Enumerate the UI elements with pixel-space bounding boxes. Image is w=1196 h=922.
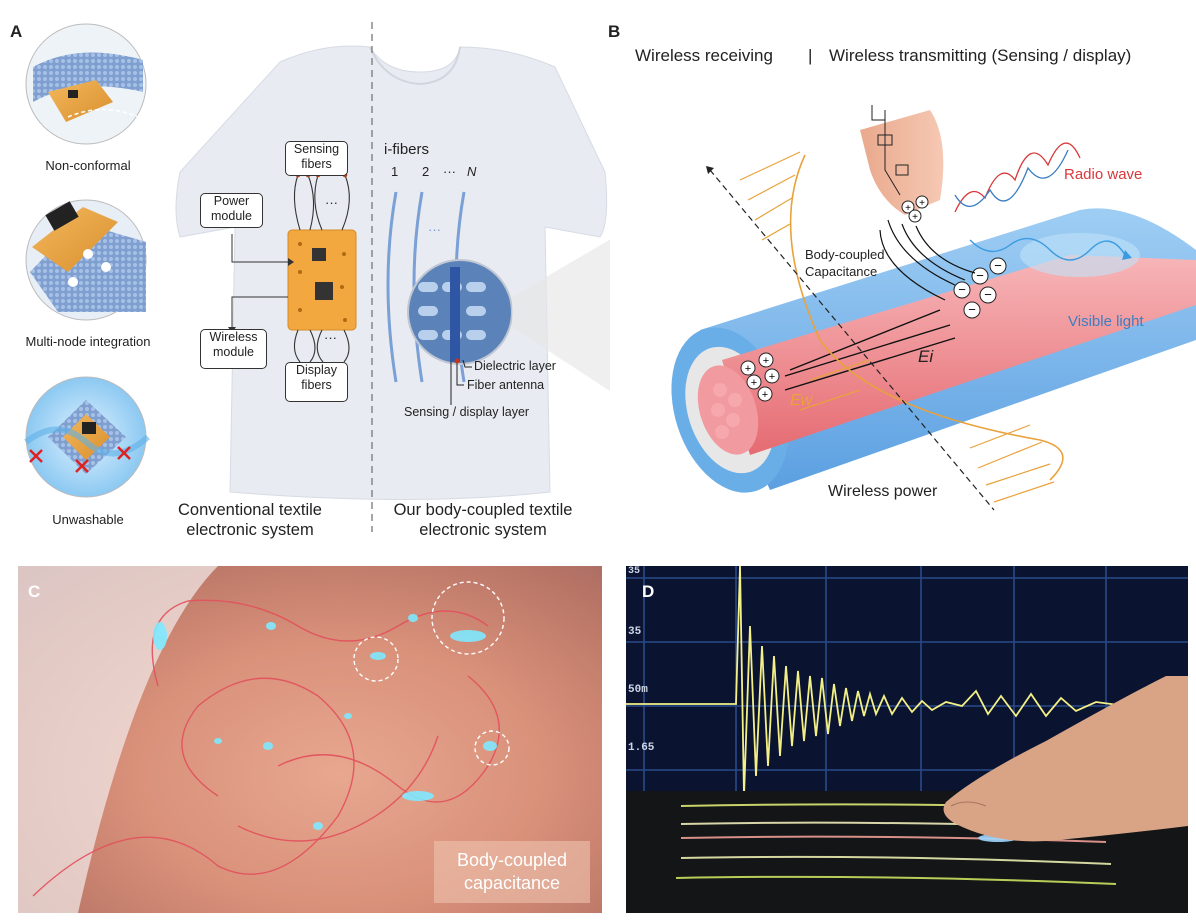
panel-a-insets <box>24 23 150 498</box>
wireless-module-box: Wireless module <box>200 329 267 369</box>
ifiber-index-1: 1 <box>391 164 399 179</box>
panel-c-label: Body-coupled capacitance <box>456 850 568 893</box>
visible-light-label: Visible light <box>1068 313 1144 330</box>
svg-text:−: − <box>994 258 1002 273</box>
svg-text:+: + <box>763 355 769 367</box>
radio-wave-label: Radio wave <box>1064 166 1143 183</box>
panel-a-letter: A <box>10 22 23 41</box>
svg-text:+: + <box>751 377 757 389</box>
dielectric-layer-label: Dielectric layer <box>474 359 556 373</box>
sensing-display-layer-label: Sensing / display layer <box>404 405 530 419</box>
svg-text:−: − <box>984 287 992 302</box>
svg-text:+: + <box>912 212 918 223</box>
power-module-box: Power module <box>200 193 263 228</box>
panel-d-letter: D <box>642 582 655 601</box>
svg-text:+: + <box>905 203 911 214</box>
wireless-power-label: Wireless power <box>828 483 938 500</box>
sensing-dots: ··· <box>325 195 338 210</box>
inset-unwashable <box>24 376 150 498</box>
svg-text:−: − <box>968 302 976 317</box>
panel-b-letter: B <box>608 22 621 41</box>
header-separator: | <box>808 46 813 65</box>
panel-c-label-box: Body-coupled capacitance <box>434 841 590 903</box>
display-dots: ··· <box>324 330 337 345</box>
panel-c-photo: C Body-coupled capacitance <box>18 566 602 913</box>
tshirt-illustration <box>175 22 610 532</box>
display-fibers-box: Display fibers <box>285 362 348 402</box>
svg-text:+: + <box>762 389 768 401</box>
inset-non-conformal <box>25 23 147 145</box>
ifiber-index-dots: ··· <box>443 164 456 179</box>
inset-caption-unwashable: Unwashable <box>52 512 124 527</box>
svg-text:−: − <box>976 268 984 283</box>
inset-multi-node <box>25 199 147 321</box>
conventional-caption: Conventional textile electronic system <box>177 501 322 539</box>
ours-caption: Our body-coupled textile electronic syst… <box>393 501 573 539</box>
svg-text:+: + <box>919 198 925 209</box>
tick-label-1: 35 <box>628 626 642 638</box>
tick-label-2: 50m <box>628 684 648 696</box>
tick-label-3: 1.65 <box>628 742 655 754</box>
i-fibers-title: i-fibers <box>384 141 430 158</box>
ew-label: Ew <box>790 392 813 409</box>
pcb-module <box>287 229 357 331</box>
svg-text:+: + <box>745 363 751 375</box>
header-wireless-transmitting: Wireless transmitting (Sensing / display… <box>829 46 1132 65</box>
tick-label-0: 35 <box>628 566 641 577</box>
ifiber-index-n: N <box>467 164 477 179</box>
sensing-fibers-box: Sensing fibers <box>285 141 348 176</box>
ifiber-index-2: 2 <box>422 164 430 179</box>
fiber-antenna-label: Fiber antenna <box>467 378 545 392</box>
svg-text:+: + <box>769 371 775 383</box>
header-wireless-receiving: Wireless receiving <box>635 46 773 65</box>
inset-caption-non-conformal: Non-conformal <box>45 158 131 173</box>
ei-label: Ei <box>918 347 934 366</box>
svg-text:−: − <box>958 282 966 297</box>
body-coupled-capacitance-label: Body-coupled Capacitance <box>805 247 885 279</box>
panel-c-letter: C <box>28 582 41 601</box>
inset-caption-multi-node: Multi-node integration <box>25 334 151 349</box>
fiber-diagram: +++++ −−−−− +++ <box>671 105 1196 511</box>
ifiber-middle-dots: ··· <box>428 222 441 237</box>
panel-d-photo: D 35 35 50m 1.65 <box>626 566 1188 913</box>
